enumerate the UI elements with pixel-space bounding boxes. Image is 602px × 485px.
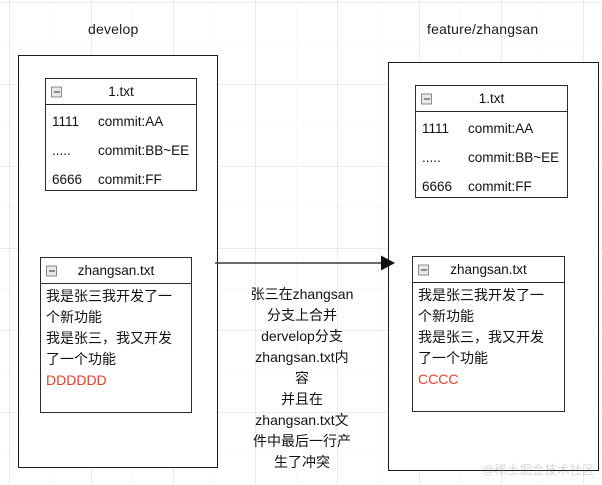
collapse-minus-icon[interactable] <box>421 93 432 104</box>
file-conflict-line: CCCC <box>418 371 459 387</box>
merge-caption-line: dervelop分支 <box>261 328 343 344</box>
commit-label: commit:BB~EE <box>98 142 190 158</box>
commit-row: 1111 commit:AA <box>416 114 567 143</box>
collapse-minus-icon[interactable] <box>51 86 62 97</box>
file-name-label: zhangsan.txt <box>450 262 527 277</box>
file-card-body: 1111 commit:AA ..... commit:BB~EE 6666 c… <box>416 112 567 201</box>
file-card-body: 我是张三我开发了一 个新功能 我是张三，我又开发 了一个功能 CCCC <box>413 283 564 390</box>
file-text-line: 了一个功能 <box>418 350 488 366</box>
file-card-zhangsan-feature: zhangsan.txt 我是张三我开发了一 个新功能 我是张三，我又开发 了一… <box>412 256 565 412</box>
commit-line-number: 6666 <box>422 178 453 194</box>
commit-label: commit:FF <box>468 178 532 194</box>
branch-title-develop: develop <box>88 21 139 37</box>
commit-label: commit:FF <box>98 171 162 187</box>
file-card-header: zhangsan.txt <box>413 257 564 283</box>
collapse-minus-icon[interactable] <box>46 265 57 276</box>
commit-line-number: 6666 <box>52 171 83 187</box>
file-card-zhangsan-develop: zhangsan.txt 我是张三我开发了一 个新功能 我是张三，我又开发 了一… <box>40 257 192 413</box>
file-card-header: 1.txt <box>46 79 196 105</box>
commit-row: 6666 commit:FF <box>416 172 567 201</box>
merge-caption-line: zhangsan.txt内 <box>255 349 349 365</box>
file-text-line: 我是张三，我又开发 <box>46 330 172 346</box>
file-card-body: 1111 commit:AA ..... commit:BB~EE 6666 c… <box>46 105 196 194</box>
commit-label: commit:BB~EE <box>468 149 560 165</box>
commit-row: ..... commit:BB~EE <box>46 136 196 165</box>
file-text-line: 我是张三，我又开发 <box>418 329 544 345</box>
merge-description: 张三在zhangsan 分支上合并 dervelop分支 zhangsan.tx… <box>228 284 376 473</box>
commit-label: commit:AA <box>98 113 164 129</box>
file-card-body: 我是张三我开发了一 个新功能 我是张三，我又开发 了一个功能 DDDDDD <box>41 284 191 391</box>
commit-row: 1111 commit:AA <box>46 107 196 136</box>
file-name-label: 1.txt <box>478 91 505 106</box>
right-arrow-icon <box>215 255 395 271</box>
file-name-label: 1.txt <box>108 84 134 99</box>
file-card-1txt-feature: 1.txt 1111 commit:AA ..... commit:BB~EE … <box>415 85 568 198</box>
commit-line-number: ..... <box>422 149 441 165</box>
file-text-line: 了一个功能 <box>46 351 116 367</box>
file-text-line: 我是张三我开发了一 <box>418 287 544 303</box>
merge-caption-line: zhangsan.txt文 <box>255 412 349 428</box>
commit-label: commit:AA <box>468 120 534 136</box>
commit-row: ..... commit:BB~EE <box>416 143 567 172</box>
merge-caption-line: 件中最后一行产 <box>253 433 351 449</box>
commit-line-number: 1111 <box>422 120 450 136</box>
file-card-header: 1.txt <box>416 86 567 112</box>
file-card-1txt-develop: 1.txt 1111 commit:AA ..... commit:BB~EE … <box>45 78 197 191</box>
merge-caption-line: 并且在 <box>281 391 323 407</box>
merge-caption-line: 张三在zhangsan <box>250 286 354 302</box>
file-text-line: 个新功能 <box>418 308 474 324</box>
file-conflict-line: DDDDDD <box>46 372 107 388</box>
merge-caption-line: 容 <box>295 370 309 386</box>
merge-caption-line: 分支上合并 <box>267 307 337 323</box>
commit-row: 6666 commit:FF <box>46 165 196 194</box>
file-card-header: zhangsan.txt <box>41 258 191 284</box>
file-text-line: 个新功能 <box>46 309 102 325</box>
branch-title-feature: feature/zhangsan <box>427 21 539 37</box>
file-name-label: zhangsan.txt <box>77 263 155 278</box>
commit-line-number: 1111 <box>52 113 80 129</box>
merge-caption-line: 生了冲突 <box>274 454 330 470</box>
file-text-line: 我是张三我开发了一 <box>46 288 172 304</box>
collapse-minus-icon[interactable] <box>418 264 429 275</box>
watermark-label: @稀土掘金技术社区 <box>482 463 595 477</box>
commit-line-number: ..... <box>52 142 71 158</box>
